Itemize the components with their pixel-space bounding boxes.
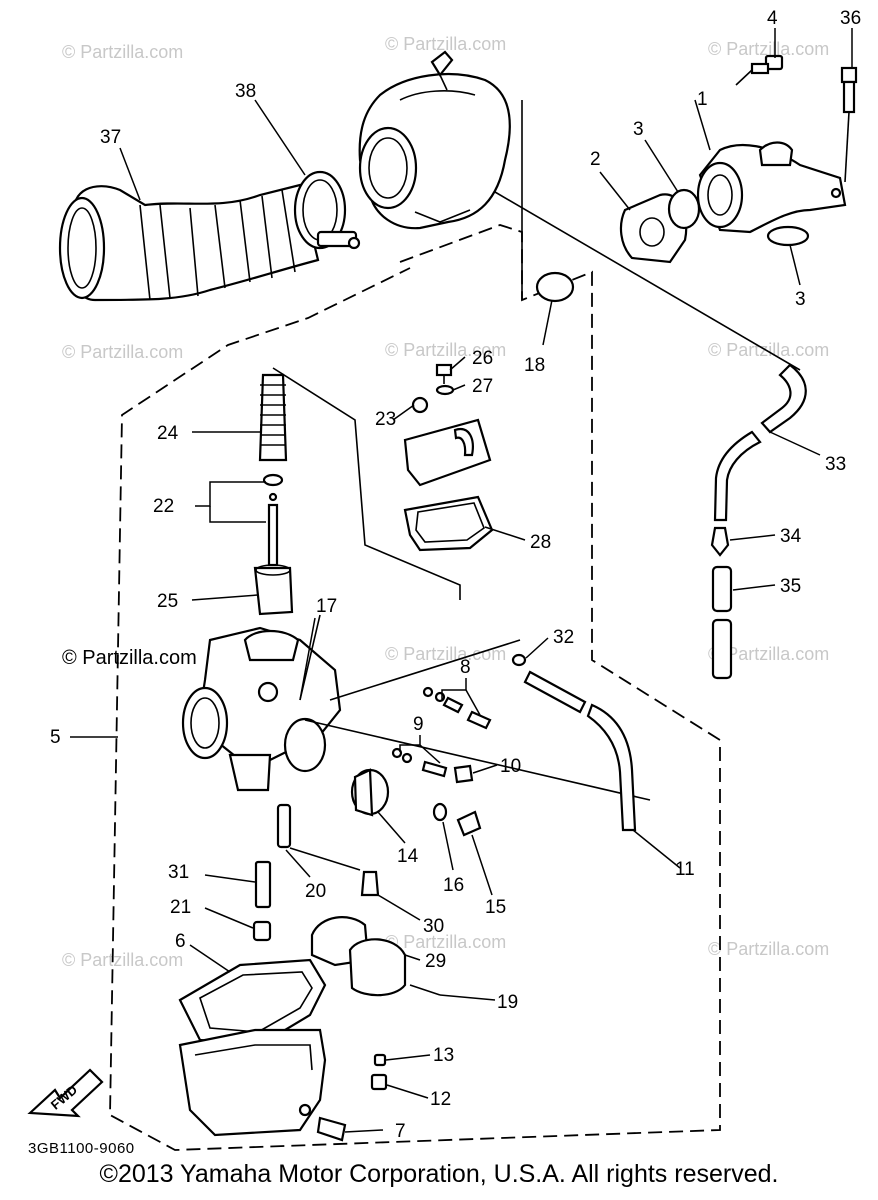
callout-25: 25 [157,591,178,612]
vent-hose-assembly [494,191,807,680]
float-bowl [178,1028,327,1137]
float-bowl-gasket [178,958,327,1047]
callout-22: 22 [153,496,174,517]
callout-16: 16 [443,875,464,896]
callout-27: 27 [472,376,493,397]
callout-3-upper: 3 [633,119,644,140]
callout-33: 33 [825,454,846,475]
overflow-hose [511,653,637,832]
callout-7: 7 [395,1121,406,1142]
callout-6: 6 [175,931,186,952]
callout-12: 12 [430,1089,451,1110]
callout-8: 8 [460,657,471,678]
pilot-screw-set [422,686,492,730]
watermark-layer: © Partzilla.com © Partzilla.com © Partzi… [62,34,829,970]
bolt-36 [840,66,858,183]
watermark: © Partzilla.com [385,34,506,54]
callout-17: 17 [316,596,337,617]
jet-parts [252,803,380,942]
o-ring-lower [766,225,810,247]
watermark: © Partzilla.com [385,644,506,664]
watermark: © Partzilla.com [385,932,506,952]
float [310,916,441,997]
copyright-notice: ©2013 Yamaha Motor Corporation, U.S.A. A… [99,1160,779,1188]
watermark: © Partzilla.com [708,644,829,664]
callout-37: 37 [100,127,121,148]
carb-cap [350,768,390,817]
intake-duct [58,183,320,302]
callout-23: 23 [375,409,396,430]
callout-31: 31 [168,862,189,883]
callout-30: 30 [423,916,444,937]
callout-34: 34 [780,526,802,547]
callout-35: 35 [780,576,801,597]
watermark: © Partzilla.com [62,950,183,970]
watermark: © Partzilla.com [62,342,183,362]
top-cover-assembly [403,363,494,552]
callout-11: 11 [675,859,695,880]
leader-lines [70,28,853,1133]
intake-manifold [696,141,847,234]
bolt-4 [735,54,784,86]
callout-32: 32 [553,627,574,648]
callout-4: 4 [767,8,778,29]
callout-labels: 1 2 3 3 4 5 6 7 8 9 10 11 12 13 14 15 16… [50,8,861,1142]
callout-3-lower: 3 [795,289,806,310]
callout-36: 36 [840,8,861,29]
screw-15 [456,810,482,837]
diaphragm-seal [535,271,575,303]
air-box [358,50,511,230]
callout-26: 26 [472,348,493,369]
callout-1: 1 [697,89,708,110]
callout-15: 15 [485,897,506,918]
callout-9: 9 [413,714,424,735]
watermark: © Partzilla.com [708,939,829,959]
callout-2: 2 [590,149,601,170]
throttle-slide-parts [253,367,461,616]
callout-28: 28 [530,532,551,553]
callout-20: 20 [305,881,326,902]
washer-16 [432,802,448,822]
callout-29: 29 [425,951,446,972]
watermark: © Partzilla.com [708,39,829,59]
callout-19: 19 [497,992,518,1013]
o-ring-upper [667,188,701,230]
callout-14: 14 [397,846,419,867]
diagram-code: 3GB1100-9060 [28,1140,135,1157]
watermark: © Partzilla.com [385,340,506,360]
watermark: © Partzilla.com [62,42,183,62]
hose-clamp [293,170,361,250]
assembly-outline [109,100,721,1151]
fwd-arrow-icon: FWD [27,1068,104,1118]
callout-13: 13 [433,1045,454,1066]
throttle-stop-screw-set [391,747,474,784]
callout-24: 24 [157,423,179,444]
callout-5: 5 [50,727,61,748]
callout-38: 38 [235,81,256,102]
drain-screw-set [316,1053,388,1142]
callout-21: 21 [170,897,191,918]
watermark: © Partzilla.com [62,647,197,669]
watermark: © Partzilla.com [708,340,829,360]
callout-18: 18 [524,355,545,376]
callout-10: 10 [500,756,521,777]
carburetor-body [181,614,651,801]
